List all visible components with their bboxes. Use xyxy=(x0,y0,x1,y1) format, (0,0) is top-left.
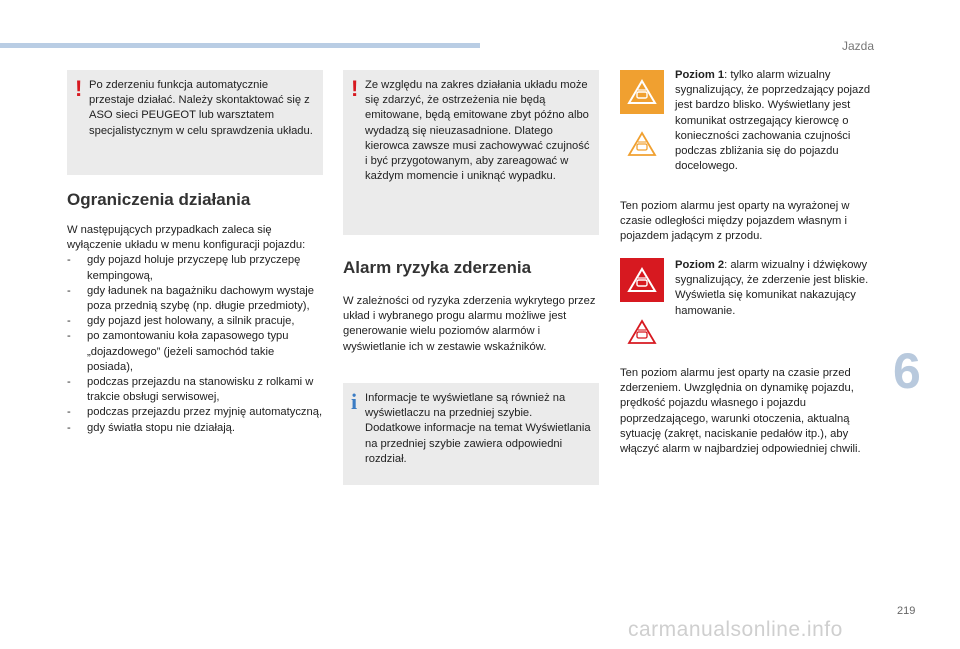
list-item: gdy pojazd jest holowany, a silnik pracu… xyxy=(67,314,323,329)
level2-outline-indicator xyxy=(620,310,664,354)
level1-text: : tylko alarm wizualny sygnalizujący, że… xyxy=(675,69,871,173)
limitations-body: W następujących przypadkach zaleca się w… xyxy=(67,223,323,436)
limitations-list: gdy pojazd holuje przyczepę lub przyczep… xyxy=(67,253,323,436)
collision-warning-icon xyxy=(627,79,657,104)
info-text: Informacje te wyświetlane są również na … xyxy=(365,392,591,465)
info-icon: i xyxy=(351,389,358,414)
list-item: po zamontowaniu koła zapasowego typu „do… xyxy=(67,329,323,375)
chapter-number: 6 xyxy=(893,343,921,399)
info-note: i Informacje te wyświetlane są również n… xyxy=(343,383,599,485)
level2-label: Poziom 2 xyxy=(675,259,725,271)
heading-limitations: Ograniczenia działania xyxy=(67,190,251,209)
warning-note-2: ! Ze względu na zakres działania układu … xyxy=(343,70,599,235)
section-title: Jazda xyxy=(841,39,874,53)
collision-warning-icon xyxy=(627,319,657,344)
list-item: podczas przejazdu na stanowisku z rolkam… xyxy=(67,375,323,405)
level2-description: Poziom 2: alarm wizualny i dźwiękowy syg… xyxy=(675,258,875,319)
collision-warning-icon xyxy=(627,131,657,156)
warning-text: Ze względu na zakres działania układu mo… xyxy=(365,79,590,183)
page-number: 219 xyxy=(897,605,916,617)
list-item: gdy światła stopu nie działają. xyxy=(67,421,323,436)
collision-alert-intro: W zależności od ryzyka zderzenia wykryte… xyxy=(343,295,596,353)
warning-text: Po zderzeniu funkcja automatycznie przes… xyxy=(89,79,313,137)
warning-icon: ! xyxy=(351,76,359,101)
level2-basis: Ten poziom alarmu jest oparty na czasie … xyxy=(620,367,861,456)
collision-warning-icon xyxy=(627,267,657,292)
watermark: carmanualsonline.info xyxy=(628,618,843,641)
level2-red-indicator xyxy=(620,258,664,302)
level1-label: Poziom 1 xyxy=(675,69,725,81)
level1-description: Poziom 1: tylko alarm wizualny sygnalizu… xyxy=(675,68,875,174)
heading-collision-alert: Alarm ryzyka zderzenia xyxy=(343,258,532,277)
header-bar xyxy=(0,43,480,48)
limitations-intro: W następujących przypadkach zaleca się w… xyxy=(67,224,306,252)
level1-basis: Ten poziom alarmu jest oparty na wyrażon… xyxy=(620,200,850,243)
list-item: podczas przejazdu przez myjnię automatyc… xyxy=(67,405,323,420)
warning-note-1: ! Po zderzeniu funkcja automatycznie prz… xyxy=(67,70,323,175)
warning-icon: ! xyxy=(75,76,83,101)
level1-outline-indicator xyxy=(620,122,664,166)
list-item: gdy pojazd holuje przyczepę lub przyczep… xyxy=(67,253,323,283)
level2-text: : alarm wizualny i dźwiękowy sygnalizują… xyxy=(675,259,869,317)
level1-orange-indicator xyxy=(620,70,664,114)
list-item: gdy ładunek na bagażniku dachowym wystaj… xyxy=(67,284,323,314)
